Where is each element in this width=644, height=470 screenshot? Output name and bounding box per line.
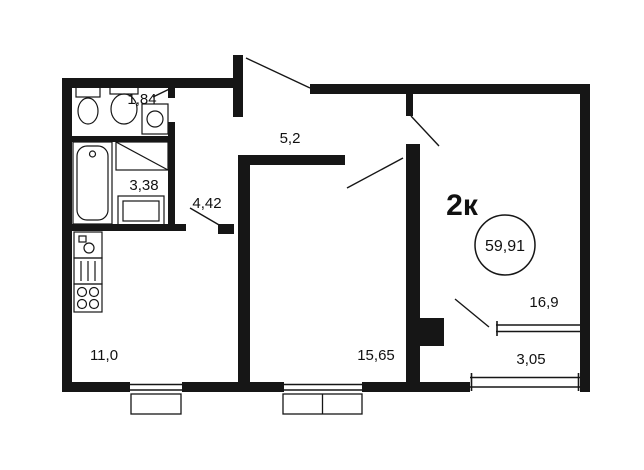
water-heater-icon	[141, 103, 169, 135]
stove-icon	[73, 283, 103, 313]
wc-sink-icon	[109, 85, 139, 125]
bedroom-area-label: 16,9	[529, 294, 558, 311]
corridor-area-label: 5,2	[280, 130, 301, 147]
fixtures	[72, 85, 169, 313]
kitchen-window-sill	[130, 393, 182, 415]
kitchen-sink-tap	[78, 235, 87, 243]
living-room-right-wall	[406, 144, 420, 392]
water-heater-drum	[146, 110, 164, 128]
bathtub-drain	[88, 150, 97, 158]
living-room-left-wall	[238, 155, 250, 392]
stove-body	[73, 283, 103, 313]
kitchen-sink-icon	[73, 231, 103, 259]
washing-machine-icon	[117, 195, 165, 227]
bathroom-bottom-wall	[72, 224, 186, 231]
labels: 1,84 3,38 4,42 5,2 11,0 15,65 16,9 3,05 …	[90, 91, 559, 368]
bathtub-icon	[72, 141, 113, 225]
wc-door-swing	[152, 78, 191, 98]
kitchen-cabinet-icon	[73, 257, 103, 285]
windows	[130, 321, 580, 415]
bathtub-inner	[76, 145, 109, 221]
bathtub-outer	[72, 141, 113, 225]
doors	[152, 57, 490, 328]
right-outer-wall	[580, 84, 590, 392]
total-area-circle	[474, 214, 536, 276]
wc-sink-basin	[110, 93, 138, 125]
entrance-pillar-wall	[233, 55, 243, 117]
kitchen-sink-unit	[73, 231, 103, 259]
toilet-icon	[75, 85, 101, 125]
bathroom-sink-diagonal	[115, 141, 169, 171]
water-heater-body	[141, 103, 169, 135]
apartment-type-label: 2к	[446, 189, 479, 222]
corridor-bottom-wall	[250, 155, 345, 165]
bathroom-sink-counter	[115, 141, 169, 171]
washing-machine-inner	[122, 200, 160, 222]
stove-burner-3	[76, 298, 88, 310]
living-room-area-label: 15,65	[357, 347, 395, 364]
hallway-area-label: 4,42	[192, 195, 221, 212]
toilet-bowl	[77, 97, 99, 125]
top-left-outer-wall	[62, 78, 238, 88]
kitchen-door-swing	[189, 207, 227, 230]
total-area-label: 59,91	[485, 238, 525, 255]
balcony-pier-wall	[420, 318, 444, 346]
washing-machine-body	[117, 195, 165, 227]
balcony-door-swing	[454, 298, 490, 328]
bathroom-right-wall-upper	[168, 88, 175, 98]
wc-area-label: 1,84	[127, 91, 156, 108]
kitchen-area-label: 11,0	[90, 347, 118, 364]
bedroom-door-swing	[410, 115, 440, 147]
entrance-door-swing	[245, 57, 311, 89]
left-outer-wall	[62, 78, 72, 392]
balcony-area-label: 3,05	[516, 351, 545, 368]
bottom-outer-wall-left	[62, 382, 130, 392]
bathroom-right-wall	[168, 122, 175, 228]
top-right-outer-wall	[310, 84, 590, 94]
stove-burner-2	[88, 286, 100, 298]
wc-bathroom-divider-wall	[72, 136, 168, 142]
living-room-door-swing	[346, 157, 404, 189]
toilet-tank	[75, 85, 101, 98]
kitchen-sink-basin	[83, 242, 95, 254]
stove-burner-1	[76, 286, 88, 298]
bathroom-sink-icon	[115, 141, 169, 171]
bedroom-door-stub-wall	[406, 94, 413, 116]
stove-burner-4	[88, 298, 100, 310]
bathroom-area-label: 3,38	[129, 177, 158, 194]
bottom-outer-wall-middle	[182, 382, 284, 392]
